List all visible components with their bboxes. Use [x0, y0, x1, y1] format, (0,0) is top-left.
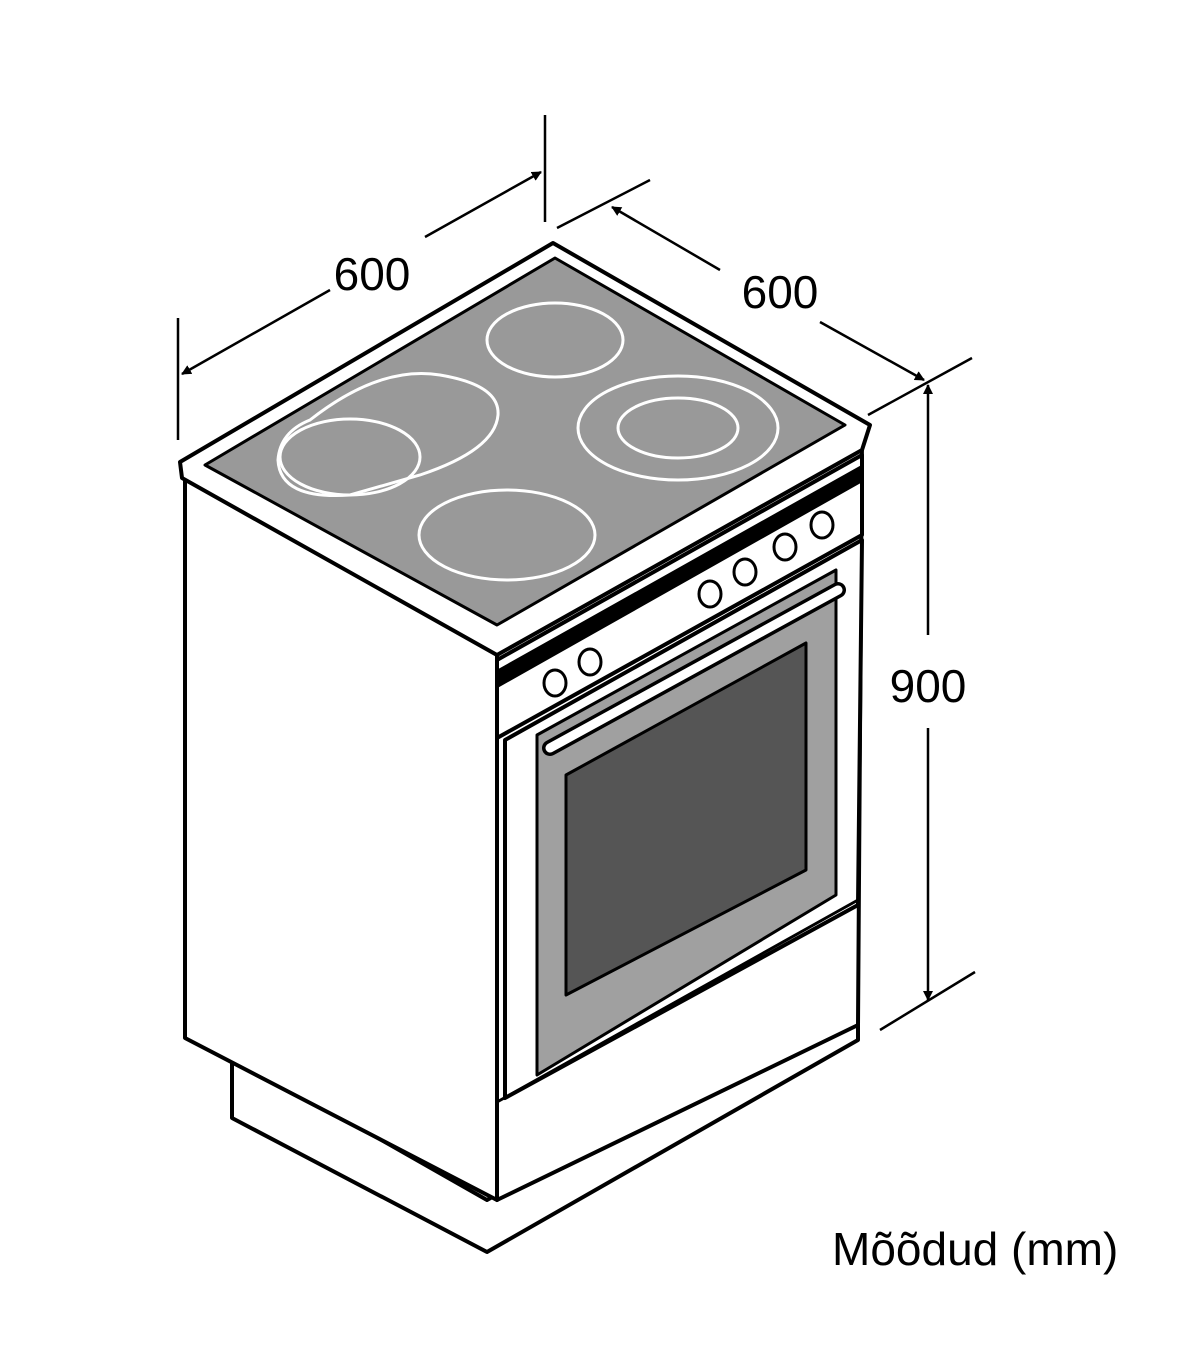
- cooking-zone-extended: [276, 371, 500, 498]
- depth-label: 600: [742, 266, 819, 318]
- knob-icon: [577, 647, 603, 677]
- drawer-line: [496, 898, 859, 1104]
- cooking-zone-right-outer: [576, 374, 780, 482]
- height-label: 900: [890, 660, 967, 712]
- cooking-zone-left: [278, 417, 422, 497]
- cooking-zone-right-inner: [616, 396, 740, 460]
- oven-window: [564, 641, 808, 997]
- width-dimension-line: [181, 288, 331, 376]
- cooking-zones: [276, 301, 780, 582]
- knob-icon: [809, 510, 835, 540]
- knob-icon: [732, 557, 758, 587]
- knob-icon: [542, 668, 568, 698]
- depth-dimension-line: [611, 205, 721, 272]
- control-strip-dark: [495, 465, 864, 688]
- control-knobs: [542, 510, 835, 698]
- cooking-zone-front: [417, 488, 597, 582]
- width-label: 600: [334, 248, 411, 300]
- knob-icon: [772, 532, 798, 562]
- plinth: [230, 988, 860, 1254]
- cooktop-glass: [203, 256, 847, 627]
- units-caption: Mõõdud (mm): [832, 1223, 1119, 1275]
- cooking-zone-rear: [485, 301, 625, 379]
- knob-icon: [697, 579, 723, 609]
